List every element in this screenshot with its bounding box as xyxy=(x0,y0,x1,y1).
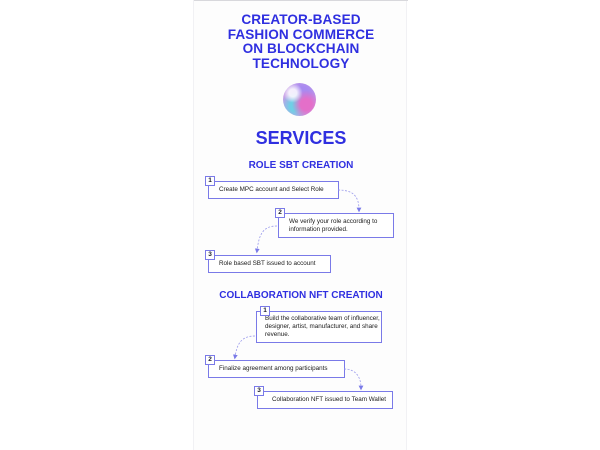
right-margin xyxy=(407,0,600,450)
sbt-step-2-box: We verify your role according to informa… xyxy=(278,213,394,238)
sbt-step-2-number: 2 xyxy=(275,208,285,218)
sbt-step-1-box: Create MPC account and Select Role xyxy=(208,181,339,199)
sbt-step-2-text: We verify your role according to informa… xyxy=(289,217,378,233)
nft-section-title: COLLABORATION NFT CREATION xyxy=(219,290,383,301)
flow-connectors xyxy=(232,189,364,391)
hero-title-line: ON BLOCKCHAIN xyxy=(242,41,360,56)
sbt-step-3-number: 3 xyxy=(205,250,215,260)
nft-step-2-box: Finalize agreement among participants xyxy=(208,360,345,378)
nft-step-1-number: 1 xyxy=(260,306,270,316)
nft-step-1-text: Build the collaborative team of influenc… xyxy=(265,314,380,339)
nft-step-3-number: 3 xyxy=(254,386,264,396)
hero-title-line: CREATOR-BASED xyxy=(241,12,361,27)
hero-title-line: FASHION COMMERCE xyxy=(227,26,375,42)
sbt-step-3-text: Role based SBT issued to account xyxy=(219,259,316,267)
nft-step-3-text: Collaboration NFT issued to Team Wallet xyxy=(272,395,386,403)
sbt-connector-2-3 xyxy=(254,225,278,254)
sbt-section-title: ROLE SBT CREATION xyxy=(248,160,354,171)
gradient-orb-logo-icon xyxy=(283,83,316,116)
nft-step-2-text: Finalize agreement among participants xyxy=(219,364,328,372)
nft-step-1-box: Build the collaborative team of influenc… xyxy=(256,311,382,343)
sbt-step-1-number: 1 xyxy=(205,176,215,186)
sbt-step-1-text: Create MPC account and Select Role xyxy=(219,185,324,193)
page-column: CREATOR-BASED FASHION COMMERCE ON BLOCKC… xyxy=(193,0,408,450)
nft-connector-2-3 xyxy=(343,368,364,391)
sbt-connector-1-2 xyxy=(337,189,362,213)
top-divider xyxy=(194,0,408,1)
nft-connector-1-2 xyxy=(232,335,256,360)
hero-title-line: TECHNOLOGY xyxy=(252,55,350,71)
left-margin xyxy=(0,0,193,450)
nft-step-3-box: Collaboration NFT issued to Team Wallet xyxy=(257,391,393,409)
sbt-step-3-box: Role based SBT issued to account xyxy=(208,255,331,273)
services-heading: SERVICES xyxy=(255,128,347,148)
nft-step-2-number: 2 xyxy=(205,355,215,365)
hero-title: CREATOR-BASED FASHION COMMERCE ON BLOCKC… xyxy=(194,12,408,71)
